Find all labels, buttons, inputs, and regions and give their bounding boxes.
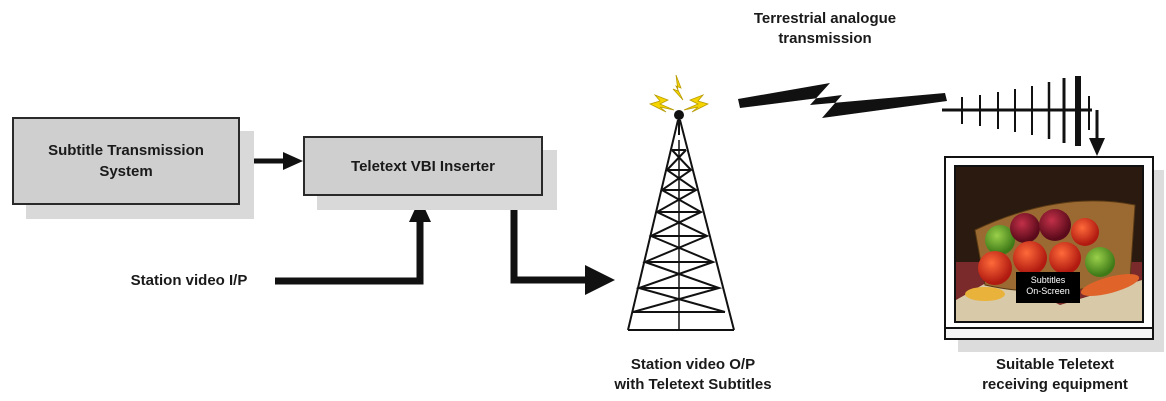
transmission-bolt-icon [738, 83, 947, 118]
arrow-subtitle-to-inserter [250, 152, 303, 170]
station-video-in-label: Station video I/P [130, 272, 248, 289]
subtitle-transmission-system-label: Subtitle Transmission System [48, 142, 204, 180]
station-video-out-line-1: Station video O/P [630, 356, 756, 373]
teletext-vbi-inserter-label: Teletext VBI Inserter [351, 157, 495, 175]
broadcast-spark-icon [648, 74, 710, 113]
television-icon [944, 156, 1164, 352]
transmitter-tower [627, 110, 735, 331]
terrestrial-transmission-label: Terrestrial analogue transmission [715, 9, 935, 49]
subtitle-transmission-system-box: Subtitle Transmission System [12, 117, 240, 205]
terrestrial-line-2: transmission [778, 30, 872, 47]
arrow-inserter-to-tower [510, 195, 615, 295]
station-video-out-label: Station video O/P with Teletext Subtitle… [578, 355, 808, 395]
tv-caption-line-2: On-Screen [1026, 286, 1070, 296]
teletext-vbi-inserter-box: Teletext VBI Inserter [303, 136, 543, 196]
arrow-video-in-to-inserter [275, 198, 431, 285]
terrestrial-line-1: Terrestrial analogue [753, 10, 897, 27]
receiver-line-1: Suitable Teletext [995, 356, 1115, 373]
receiver-label: Suitable Teletext receiving equipment [950, 355, 1160, 395]
receiver-line-2: receiving equipment [982, 376, 1128, 393]
station-video-out-line-2: with Teletext Subtitles [614, 376, 772, 393]
tv-subtitle-caption: Subtitles On-Screen [1016, 272, 1080, 303]
tv-caption-line-1: Subtitles [1030, 275, 1066, 285]
receiving-antenna-icon [942, 76, 1105, 156]
